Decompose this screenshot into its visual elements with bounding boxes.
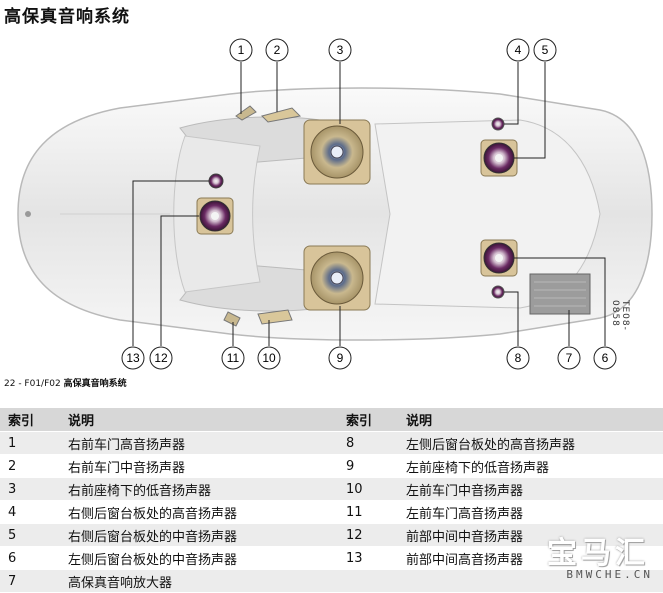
- speaker-8-tweeter-icon: [491, 285, 505, 299]
- callout-12: 12: [149, 346, 173, 370]
- svg-text:3: 3: [337, 43, 344, 57]
- index-cell: 3: [0, 477, 60, 501]
- description-cell: 前部中间中音扬声器: [398, 523, 663, 547]
- speaker-6-midrange-icon: [480, 239, 518, 277]
- callout-4: 4: [506, 38, 530, 62]
- description-cell: 左前车门中音扬声器: [398, 477, 663, 501]
- speaker-12-midrange-icon: [196, 197, 234, 235]
- description-cell: 右前车门中音扬声器: [60, 454, 338, 478]
- index-cell: 10: [338, 477, 398, 501]
- index-cell: 6: [0, 546, 60, 570]
- index-cell: [338, 569, 398, 593]
- table-header-row: 索引 说明 索引 说明: [0, 408, 663, 432]
- index-cell: 13: [338, 546, 398, 570]
- description-cell: 左前座椅下的低音扬声器: [398, 454, 663, 478]
- callouts: 1 2 3 4 5 6 7 8 9 10 11 12 13: [121, 38, 617, 370]
- index-cell: 12: [338, 523, 398, 547]
- description-cell: 左前车门高音扬声器: [398, 500, 663, 524]
- index-cell: 5: [0, 523, 60, 547]
- description-cell: 左侧后窗台板处的高音扬声器: [398, 431, 663, 455]
- legend-table: 索引 说明 索引 说明 1 右前车门高音扬声器 8 左侧后窗台板处的高音扬声器 …: [0, 408, 663, 593]
- speaker-4-tweeter-icon: [491, 117, 505, 131]
- car-speaker-diagram: 1 2 3 4 5 6 7 8 9 10 11 12 13: [17, 38, 653, 370]
- description-cell: 左侧后窗台板处的中音扬声器: [60, 546, 338, 570]
- svg-text:4: 4: [515, 43, 522, 57]
- table-row: 4 右侧后窗台板处的高音扬声器 11 左前车门高音扬声器: [0, 500, 663, 524]
- header-index-left: 索引: [0, 408, 60, 432]
- svg-text:12: 12: [154, 351, 168, 365]
- svg-text:1: 1: [238, 43, 245, 57]
- svg-text:10: 10: [262, 351, 276, 365]
- svg-text:2: 2: [274, 43, 281, 57]
- svg-text:7: 7: [566, 351, 573, 365]
- description-cell: 右前车门高音扬声器: [60, 431, 338, 455]
- watermark-logo: 宝马汇: [547, 536, 649, 571]
- svg-text:8: 8: [515, 351, 522, 365]
- figure-code: TE08-0858: [610, 300, 630, 331]
- speaker-2-midrange-icon: [261, 107, 302, 123]
- header-description-right: 说明: [398, 408, 663, 432]
- callout-9: 9: [328, 346, 352, 370]
- svg-text:13: 13: [126, 351, 140, 365]
- table-row: 3 右前座椅下的低音扬声器 10 左前车门中音扬声器: [0, 477, 663, 501]
- index-cell: 7: [0, 569, 60, 593]
- header-index-right: 索引: [338, 408, 398, 432]
- speaker-13-tweeter-icon: [208, 173, 224, 189]
- index-cell: 2: [0, 454, 60, 478]
- description-cell: [398, 569, 663, 593]
- index-cell: 9: [338, 454, 398, 478]
- description-cell: 右侧后窗台板处的中音扬声器: [60, 523, 338, 547]
- callout-3: 3: [328, 38, 352, 62]
- callout-10: 10: [257, 346, 281, 370]
- description-cell: 右前座椅下的低音扬声器: [60, 477, 338, 501]
- table-row: 6 左侧后窗台板处的中音扬声器 13 前部中间高音扬声器: [0, 546, 663, 570]
- callout-7: 7: [557, 346, 581, 370]
- index-cell: 11: [338, 500, 398, 524]
- table-row: 2 右前车门中音扬声器 9 左前座椅下的低音扬声器: [0, 454, 663, 478]
- leader-lines: [132, 62, 606, 346]
- speakers: [196, 105, 591, 327]
- watermark-site: BMWCHE.CN: [566, 568, 653, 581]
- description-cell: 右侧后窗台板处的高音扬声器: [60, 500, 338, 524]
- svg-text:11: 11: [227, 351, 240, 365]
- speaker-10-midrange-icon: [257, 309, 293, 325]
- svg-text:5: 5: [542, 43, 549, 57]
- index-cell: 1: [0, 431, 60, 455]
- speaker-11-tweeter-icon: [223, 311, 241, 327]
- figure-caption: 22 - F01/F02 高保真音响系统: [4, 376, 127, 389]
- amplifier-7-icon: [529, 273, 591, 315]
- table-row: 1 右前车门高音扬声器 8 左侧后窗台板处的高音扬声器: [0, 431, 663, 455]
- page-title: 高保真音响系统: [4, 7, 130, 27]
- caption-prefix: 22 - F01/F02: [4, 379, 61, 389]
- svg-text:6: 6: [602, 351, 609, 365]
- speaker-5-midrange-icon: [480, 139, 518, 177]
- table-row: 7 高保真音响放大器: [0, 569, 663, 593]
- header-description-left: 说明: [60, 408, 338, 432]
- callout-1: 1: [229, 38, 253, 62]
- speaker-9-subwoofer-icon: [303, 245, 371, 311]
- index-cell: 8: [338, 431, 398, 455]
- svg-text:9: 9: [337, 351, 344, 365]
- caption-text: 高保真音响系统: [63, 379, 127, 389]
- callout-8: 8: [506, 346, 530, 370]
- description-cell: 高保真音响放大器: [60, 569, 338, 593]
- callout-11: 11: [221, 346, 245, 370]
- callout-5: 5: [533, 38, 557, 62]
- table-row: 5 右侧后窗台板处的中音扬声器 12 前部中间中音扬声器: [0, 523, 663, 547]
- callout-2: 2: [265, 38, 289, 62]
- callout-13: 13: [121, 346, 145, 370]
- description-cell: 前部中间高音扬声器: [398, 546, 663, 570]
- index-cell: 4: [0, 500, 60, 524]
- speaker-3-subwoofer-icon: [303, 119, 371, 185]
- callout-6: 6: [593, 346, 617, 370]
- speaker-1-tweeter-icon: [235, 105, 257, 121]
